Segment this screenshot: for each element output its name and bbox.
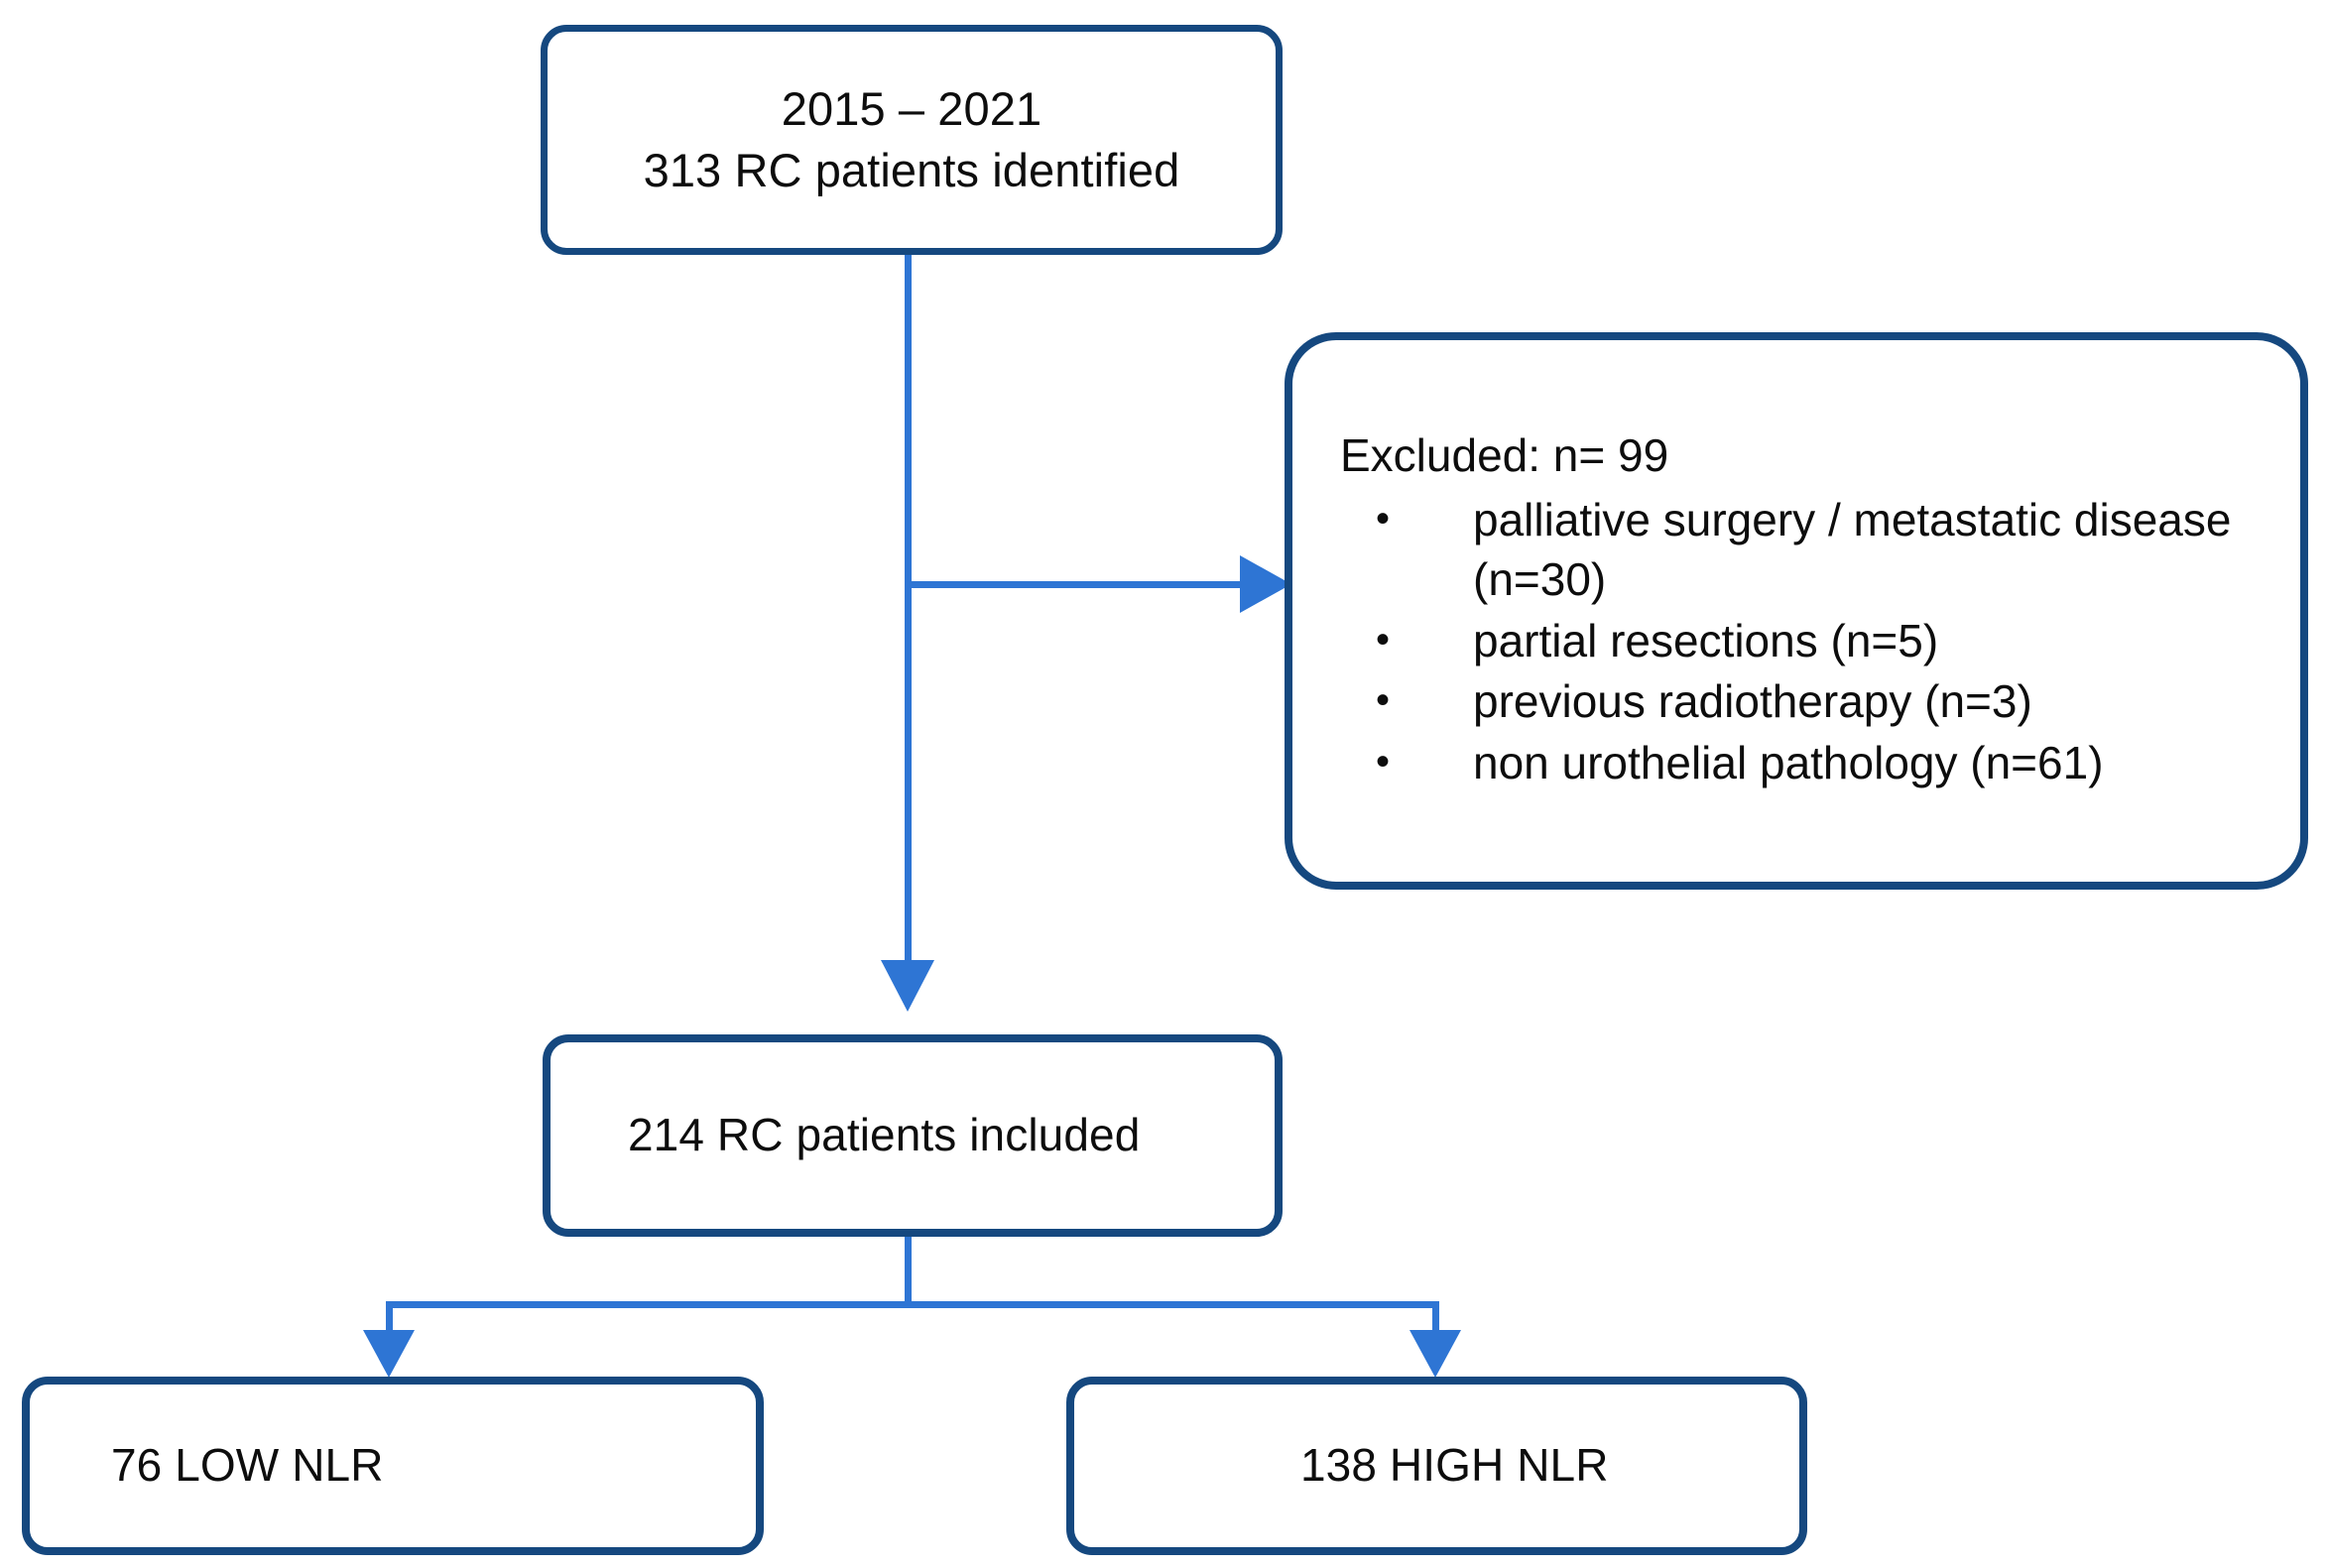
connector-included-split-bar [386, 1301, 1439, 1308]
bullet-icon: • [1376, 617, 1391, 662]
connector-source-to-included [905, 254, 912, 960]
connector-included-to-low-nlr [386, 1301, 393, 1333]
arrowhead-down-to-high-nlr [1409, 1330, 1461, 1378]
connector-included-split-stem [905, 1237, 912, 1304]
excluded-content: Excluded: n= 99 • palliative surgery / me… [1292, 426, 2300, 795]
node-high-nlr: 138 HIGH NLR [1066, 1377, 1807, 1555]
excluded-reason-label: previous radiotherapy (n=3) [1473, 675, 2032, 728]
excluded-reason-label: palliative surgery / metastatic disease … [1473, 493, 2232, 605]
bullet-icon: • [1376, 496, 1391, 541]
node-included: 214 RC patients included [543, 1034, 1283, 1237]
high-nlr-text: 138 HIGH NLR [1300, 1439, 1609, 1492]
list-item: • partial resections (n=5) [1340, 612, 2276, 671]
arrowhead-down-to-low-nlr [363, 1330, 415, 1378]
excluded-reason-list: • palliative surgery / metastatic disease… [1340, 491, 2276, 793]
node-source-cohort: 2015 – 2021 313 RC patients identified [541, 25, 1283, 255]
list-item: • non urothelial pathology (n=61) [1340, 734, 2276, 793]
source-cohort-text: 2015 – 2021 313 RC patients identified [643, 81, 1180, 196]
excluded-reason-label: partial resections (n=5) [1473, 614, 1939, 666]
connector-included-to-high-nlr [1432, 1301, 1439, 1333]
excluded-reason-label: non urothelial pathology (n=61) [1473, 737, 2104, 789]
node-low-nlr: 76 LOW NLR [22, 1377, 764, 1555]
included-text: 214 RC patients included [628, 1109, 1141, 1161]
arrowhead-down-to-included [881, 960, 934, 1012]
arrowhead-right-to-excluded [1240, 555, 1291, 613]
connector-source-to-excluded [905, 581, 1341, 588]
excluded-title: Excluded: n= 99 [1340, 429, 1669, 482]
bullet-icon: • [1376, 740, 1391, 784]
list-item: • previous radiotherapy (n=3) [1340, 672, 2276, 732]
low-nlr-text: 76 LOW NLR [111, 1439, 384, 1492]
node-excluded: Excluded: n= 99 • palliative surgery / me… [1285, 332, 2308, 890]
list-item: • palliative surgery / metastatic disease… [1340, 491, 2276, 610]
bullet-icon: • [1376, 678, 1391, 723]
